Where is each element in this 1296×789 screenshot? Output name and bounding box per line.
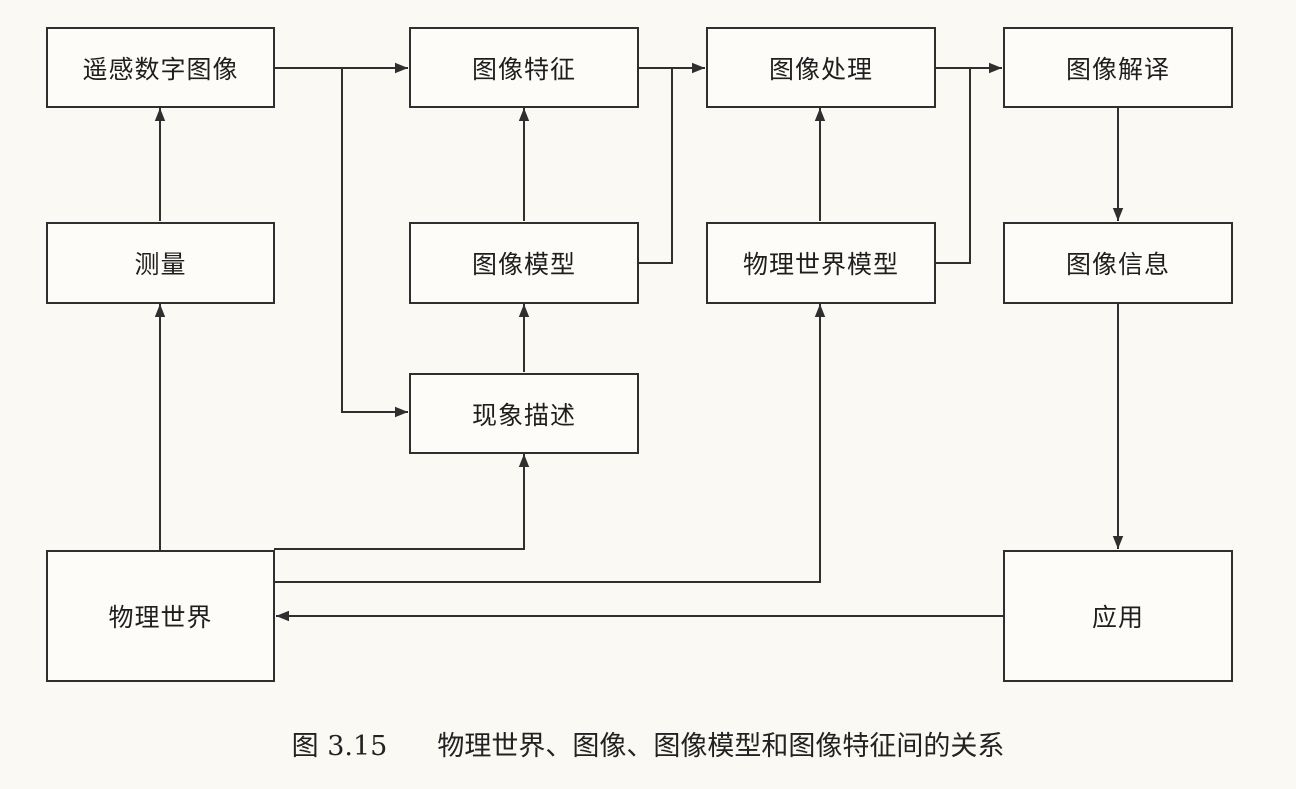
node-remote-sensing-image: 遥感数字图像	[46, 27, 275, 108]
edge-pwmodel-to-interpretation	[935, 68, 971, 264]
node-physical-world-model: 物理世界模型	[706, 222, 936, 304]
node-image-feature: 图像特征	[409, 27, 639, 108]
node-image-processing: 图像处理	[706, 27, 936, 108]
figure-caption: 图 3.15 物理世界、图像、图像模型和图像特征间的关系	[0, 724, 1296, 763]
node-measurement: 测量	[46, 222, 275, 304]
node-image-interpretation: 图像解译	[1003, 27, 1233, 108]
figure-number: 图 3.15	[291, 731, 388, 762]
node-phenomenon-description: 现象描述	[409, 373, 639, 454]
edge-model-to-processing	[638, 68, 673, 264]
node-image-information: 图像信息	[1003, 222, 1233, 304]
node-physical-world: 物理世界	[46, 550, 275, 682]
edge-world-to-pwmodel	[274, 304, 826, 583]
node-application: 应用	[1003, 550, 1233, 682]
edge-world-to-phenomenon	[274, 454, 530, 550]
figure-title: 物理世界、图像、图像模型和图像特征间的关系	[437, 731, 1005, 762]
edge-remote-to-phenomenon	[341, 68, 408, 418]
node-image-model: 图像模型	[409, 222, 639, 304]
